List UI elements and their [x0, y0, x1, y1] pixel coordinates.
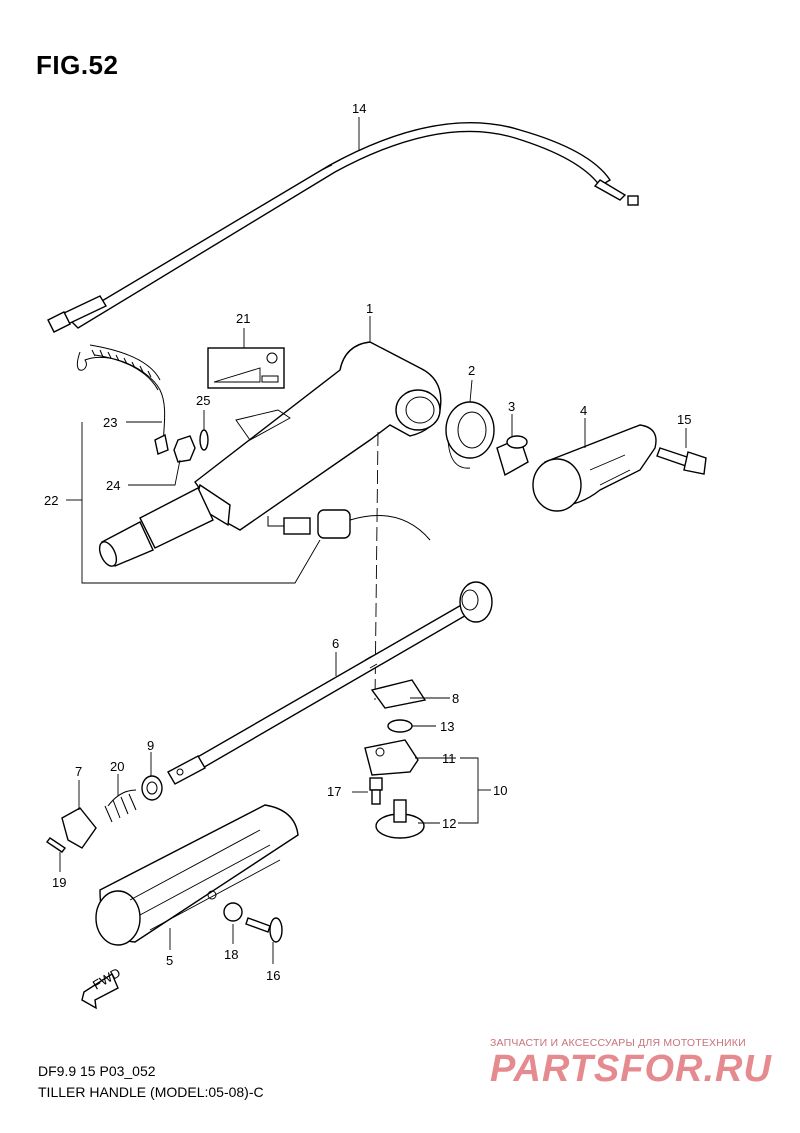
callout-3: 3 [508, 399, 515, 414]
callout-10: 10 [493, 783, 507, 798]
part-11-cam[interactable] [364, 739, 419, 776]
part-12-adjuster[interactable] [375, 799, 425, 839]
figure-caption: TILLER HANDLE (MODEL:05-08)-C [38, 1084, 264, 1100]
part-14-throttle-cable[interactable] [47, 122, 639, 333]
part-16-screw[interactable] [245, 917, 283, 943]
callout-17: 17 [327, 784, 341, 799]
callout-24: 24 [106, 478, 120, 493]
callout-18: 18 [224, 947, 238, 962]
callout-1: 1 [366, 301, 373, 316]
callout-23: 23 [103, 415, 117, 430]
part-5-grip[interactable] [95, 804, 299, 946]
callout-numbers: 14 21 1 2 3 4 15 25 23 24 22 6 8 13 11 1… [44, 101, 691, 983]
callout-19: 19 [52, 875, 66, 890]
leader-lines [59, 117, 687, 964]
callout-9: 9 [147, 738, 154, 753]
callout-13: 13 [440, 719, 454, 734]
part-6-throttle-shaft[interactable] [167, 581, 493, 785]
callout-2: 2 [468, 363, 475, 378]
part-21-label[interactable] [207, 347, 285, 389]
part-13-washer[interactable] [387, 719, 413, 733]
part-20-spring[interactable] [104, 789, 137, 823]
figure-title: FIG.52 [36, 50, 119, 80]
callout-15: 15 [677, 412, 691, 427]
callout-22: 22 [44, 493, 58, 508]
callout-21: 21 [236, 311, 250, 326]
part-2-bushing[interactable] [445, 401, 495, 469]
callout-4: 4 [580, 403, 587, 418]
part-24-nut[interactable] [173, 435, 196, 463]
reference-code: DF9.9 15 P03_052 [38, 1063, 156, 1079]
callout-7: 7 [75, 764, 82, 779]
part-1-tiller-handle[interactable] [96, 341, 442, 569]
callout-6: 6 [332, 636, 339, 651]
callout-16: 16 [266, 968, 280, 983]
callout-14: 14 [352, 101, 366, 116]
watermark-logo: PARTSFOR.RU [490, 1048, 772, 1090]
part-18-lock-washer[interactable] [223, 902, 243, 922]
part-7-cam-lock[interactable] [61, 807, 97, 849]
callout-25: 25 [196, 393, 210, 408]
callout-5: 5 [166, 953, 173, 968]
part-4-cover[interactable] [532, 424, 657, 512]
part-9-bushing[interactable] [141, 775, 163, 801]
part-25-washer[interactable] [199, 429, 209, 451]
callout-11: 11 [442, 751, 456, 766]
fwd-arrow-icon: FWD [81, 965, 123, 1010]
part-15-bolt[interactable] [656, 447, 707, 475]
callout-20: 20 [110, 759, 124, 774]
part-8-plate[interactable] [370, 679, 427, 709]
part-17-screw[interactable] [369, 777, 383, 805]
part-23-lanyard[interactable] [76, 344, 169, 455]
callout-12: 12 [442, 816, 456, 831]
callout-8: 8 [452, 691, 459, 706]
stop-switch-wire [267, 509, 431, 541]
part-3-collar[interactable] [496, 435, 529, 477]
watermark-tagline: ЗАПЧАСТИ И АКСЕССУАРЫ ДЛЯ МОТОТЕХНИКИ [490, 1037, 746, 1049]
part-19-pin[interactable] [45, 837, 67, 853]
